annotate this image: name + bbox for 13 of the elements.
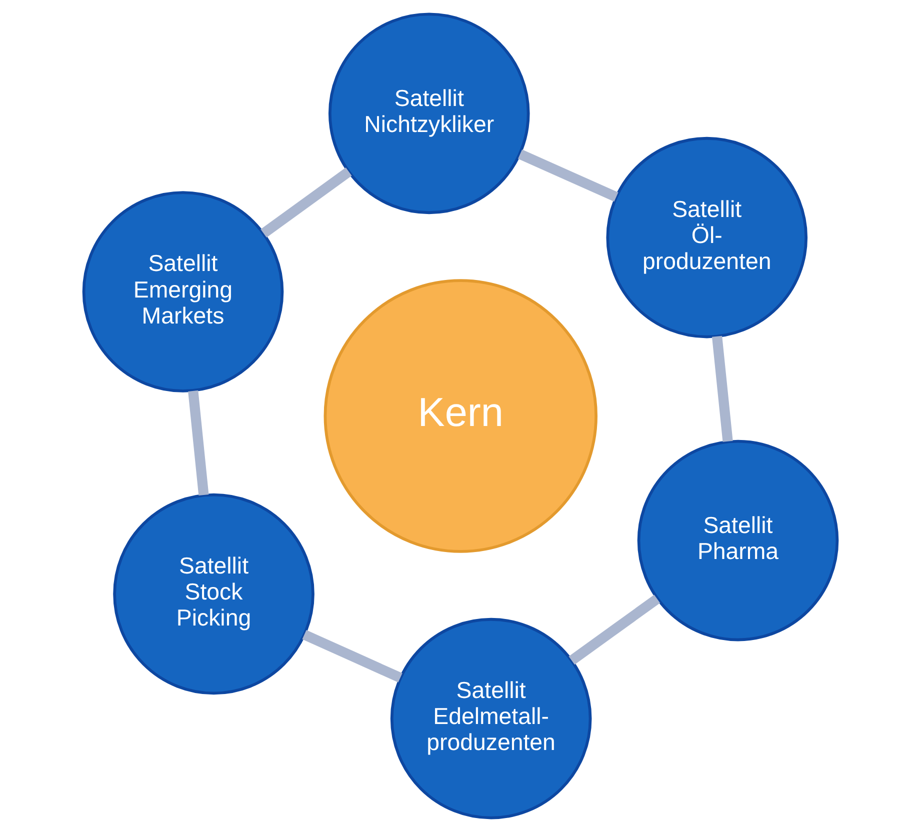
node-circle: Satellit Edelmetall-produzenten [390, 618, 592, 820]
node-circle: Satellit Pharma [636, 440, 838, 642]
connector [188, 390, 208, 496]
node-circle: Kern [323, 279, 597, 553]
node-circle: Satellit Emerging Markets [82, 191, 284, 392]
connector [518, 149, 618, 202]
connector [302, 630, 402, 682]
node-circle: Satellit Öl-produzenten [606, 136, 808, 338]
connector [568, 594, 660, 665]
connector [260, 168, 352, 238]
connector [711, 336, 732, 442]
node-circle: Satellit Nichtzykliker [328, 12, 530, 214]
node-circle: Satellit Stock Picking [112, 493, 314, 695]
